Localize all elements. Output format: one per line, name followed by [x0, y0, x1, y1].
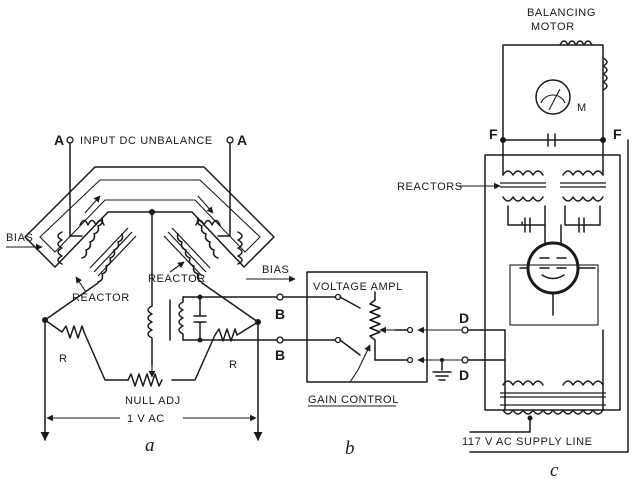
terminal-d-bottom: [461, 356, 469, 364]
input-flow-arrow-right: [197, 195, 214, 214]
gain-control-label: GAIN CONTROL: [308, 394, 399, 406]
reactor-right: [163, 217, 243, 283]
balancing-motor-label-line1: BALANCING: [527, 7, 596, 19]
gain-control-potentiometer: [369, 299, 381, 361]
caption-b: b: [345, 438, 355, 459]
input-dc-unbalance-label: INPUT DC UNBALANCE: [80, 135, 213, 147]
f-right-label: F: [613, 126, 622, 142]
terminal-d-top: [461, 326, 469, 334]
reactor-left-label: REACTOR: [72, 292, 130, 304]
terminal-a-right: [226, 136, 234, 144]
voltage-ampl-label: VOLTAGE AMPL: [313, 281, 403, 293]
motor-winding-side: [602, 57, 608, 91]
terminal-b-bottom: [276, 336, 284, 344]
f-left-label: F: [489, 126, 498, 142]
null-adj-label: NULL ADJ: [125, 395, 181, 407]
voltage-amplifier-box: [306, 271, 428, 383]
terminal-b-bottom-label: B: [275, 347, 285, 363]
caption-c: c: [550, 460, 559, 481]
reactor-upper-right: [562, 170, 604, 176]
input-flow-arrow-left: [84, 195, 101, 214]
motor-winding-top: [559, 40, 593, 46]
bias-left-label: BIAS: [6, 232, 33, 244]
d-top-label: D: [459, 310, 469, 326]
center-coil: [147, 305, 153, 366]
resistor-left: [61, 325, 85, 339]
d-bottom-label: D: [459, 367, 469, 383]
reactor-lower-left: [502, 380, 544, 386]
panel-a: A A INPUT DC UNBALANCE: [6, 132, 296, 456]
terminal-a-right-label: A: [237, 132, 247, 148]
balancing-motor-label-line2: MOTOR: [531, 21, 575, 33]
null-adj-potentiometer: [127, 373, 163, 387]
bias-right-label: BIAS: [262, 264, 289, 276]
caption-a: a: [145, 435, 155, 456]
reactor-right-label: REACTOR: [148, 273, 206, 285]
reactor-upper-left: [502, 170, 544, 176]
supply-line-label: 117 V AC SUPPLY LINE: [462, 436, 593, 448]
reactor-core-frame: [24, 166, 275, 268]
motor-symbol: M: [577, 102, 587, 114]
terminal-b-top: [276, 293, 284, 301]
reactor-lower-right: [562, 380, 604, 386]
terminal-b-top-label: B: [275, 306, 285, 322]
supply-label: 1 V AC: [127, 413, 165, 425]
terminal-a-left-label: A: [54, 132, 64, 148]
ground-symbol: [432, 359, 452, 381]
panel-c: BALANCING MOTOR M F F REACTORS: [397, 7, 629, 481]
terminal-a-left: [66, 136, 74, 144]
reactor-left: [57, 217, 137, 283]
panel-b: B B VOLTAGE AMPL GAIN CONTROL b: [275, 271, 428, 459]
motor-frame: [502, 44, 604, 141]
reactors-label: REACTORS: [397, 181, 463, 193]
vacuum-tube: [526, 241, 580, 295]
supply-transformer: [502, 409, 604, 415]
resistor-left-label: R: [59, 353, 68, 365]
output-coil: [178, 296, 184, 341]
resistor-right: [214, 328, 238, 342]
resistor-right-label: R: [229, 359, 238, 371]
motor-meter: [535, 79, 571, 115]
